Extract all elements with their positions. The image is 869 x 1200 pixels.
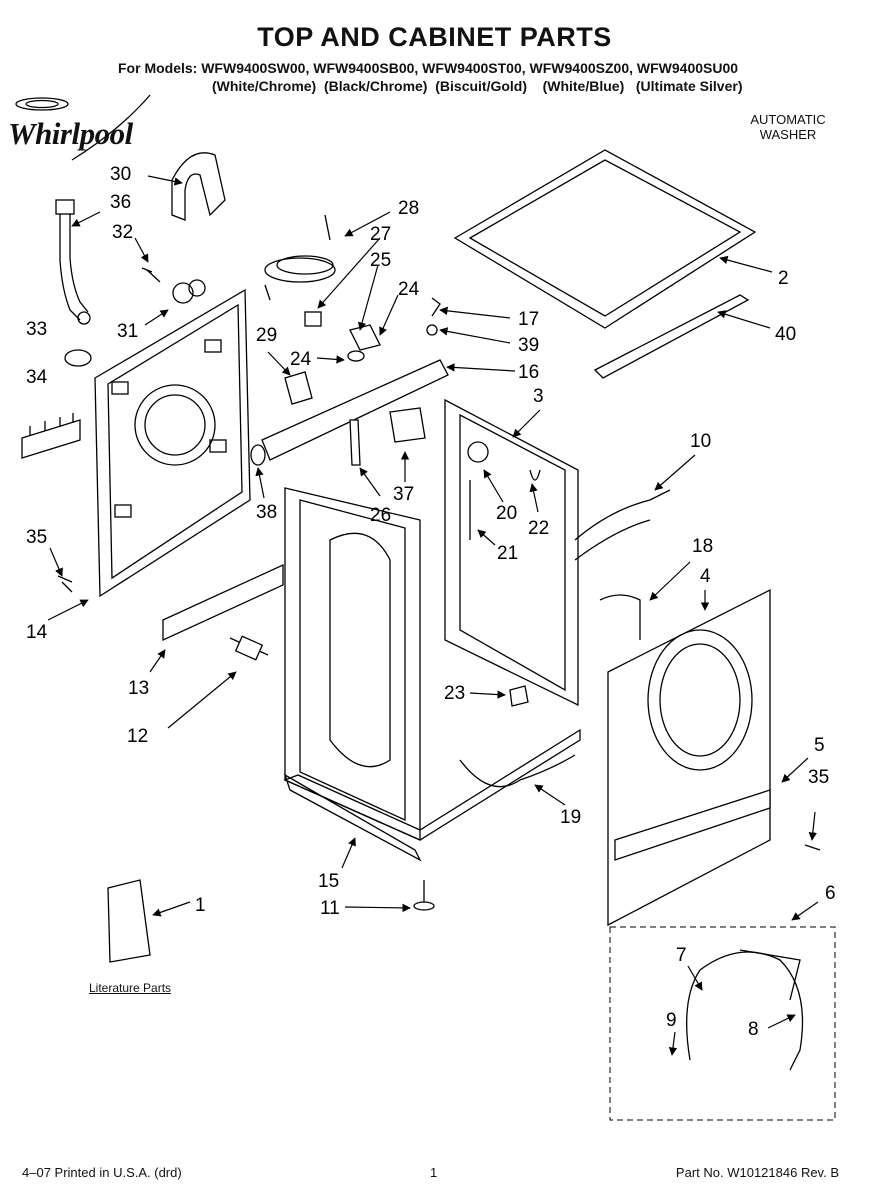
callout-17: 17 [518,309,539,330]
callout-25: 25 [370,250,391,271]
callout-15: 15 [318,871,339,892]
part-30-hose-guide [171,152,226,221]
callout-10: 10 [690,431,711,452]
part-32-screw [141,267,161,283]
part-29-bracket [284,371,313,405]
part-34-bracket [21,413,81,459]
callout-5: 5 [814,735,825,756]
callout-4: 4 [700,566,711,587]
callout-32: 32 [112,222,133,243]
callout-27: 27 [370,224,391,245]
part-15-base [283,728,581,841]
callout-12: 12 [127,726,148,747]
callout-3: 3 [533,386,544,407]
part-12-damper [229,635,269,661]
callout-19: 19 [560,807,581,828]
part-39-clip [426,324,438,336]
part-11-leveling-leg [413,880,435,911]
callout-11: 11 [320,898,340,919]
callout-22: 22 [528,518,549,539]
part-1-literature-icon [107,879,151,963]
callout-24-top: 24 [398,279,420,300]
product-type-line1: AUTOMATIC [750,112,826,127]
callout-13: 13 [128,678,149,699]
callout-9: 9 [666,1010,677,1031]
callout-6: 6 [825,883,836,904]
callout-29: 29 [256,325,277,346]
part-38-bushing [250,444,266,466]
callout-30: 30 [110,164,131,185]
callout-18: 18 [692,536,713,557]
callout-26: 26 [370,505,391,526]
part-16-console-frame [261,359,449,461]
callout-14: 14 [26,622,48,643]
callout-37: 37 [393,484,414,505]
part-28-wire-harness [264,214,336,301]
callout-28: 28 [398,198,419,219]
whirlpool-logo: Whirlpool [8,116,133,151]
callout-34: 34 [26,367,48,388]
callout-23: 23 [444,683,465,704]
part-number: Part No. W10121846 Rev. B [675,1165,839,1180]
callout-1: 1 [195,895,206,916]
part-14-screw [61,581,73,593]
color-list: (White/Chrome) (Black/Chrome) (Biscuit/G… [212,78,743,94]
part-37-dispenser [389,407,426,443]
literature-parts-link[interactable]: Literature Parts [89,981,172,995]
part-10-wire-harness [574,489,671,640]
part-33-grommet [64,349,92,367]
part-3-cabinet [444,398,579,707]
callout-33: 33 [26,319,47,340]
callout-21: 21 [497,543,518,564]
product-type: AUTOMATIC WASHER [728,112,848,142]
callout-7: 7 [676,945,687,966]
callout-24-left: 24 [290,349,312,370]
whirlpool-swirl-icon [15,94,151,161]
product-type-line2: WASHER [759,127,817,142]
callout-2: 2 [778,268,789,289]
page-number: 1 [430,1165,438,1180]
part-31-valve [172,279,206,304]
callout-36: 36 [110,192,131,213]
part-5-toe-panel [614,789,771,861]
part-35-screw-left [57,575,73,583]
callout-35-left: 35 [26,527,47,548]
part-26-hose [349,419,361,466]
callout-31: 31 [117,321,138,342]
part-15-pan [283,773,422,862]
part-35-screw-right [804,844,821,851]
model-list: For Models: WFW9400SW00, WFW9400SB00, WF… [118,60,739,76]
callout-38: 38 [256,502,277,523]
callout-39: 39 [518,335,539,356]
part-27-clip [304,311,322,327]
callout-35-right: 35 [808,767,829,788]
part-17-screw [431,297,441,317]
part-19-harness [459,754,576,788]
callout-40: 40 [775,324,796,345]
page-title: TOP AND CABINET PARTS [257,22,612,52]
rear-panel [94,288,251,598]
part-23-clip [509,685,529,707]
callout-20: 20 [496,503,517,524]
part-4-front-panel [607,588,771,927]
part-36-inlet-hose [55,199,91,325]
part-25-fitting [347,324,381,362]
callout-8: 8 [748,1019,759,1040]
part-40-brace [593,294,750,379]
print-info: 4–07 Printed in U.S.A. (drd) [22,1165,182,1180]
part-13-rail [162,563,284,642]
part-2-top-panel [453,149,757,329]
callout-16: 16 [518,362,539,383]
part-6-door-assembly [609,926,836,1121]
